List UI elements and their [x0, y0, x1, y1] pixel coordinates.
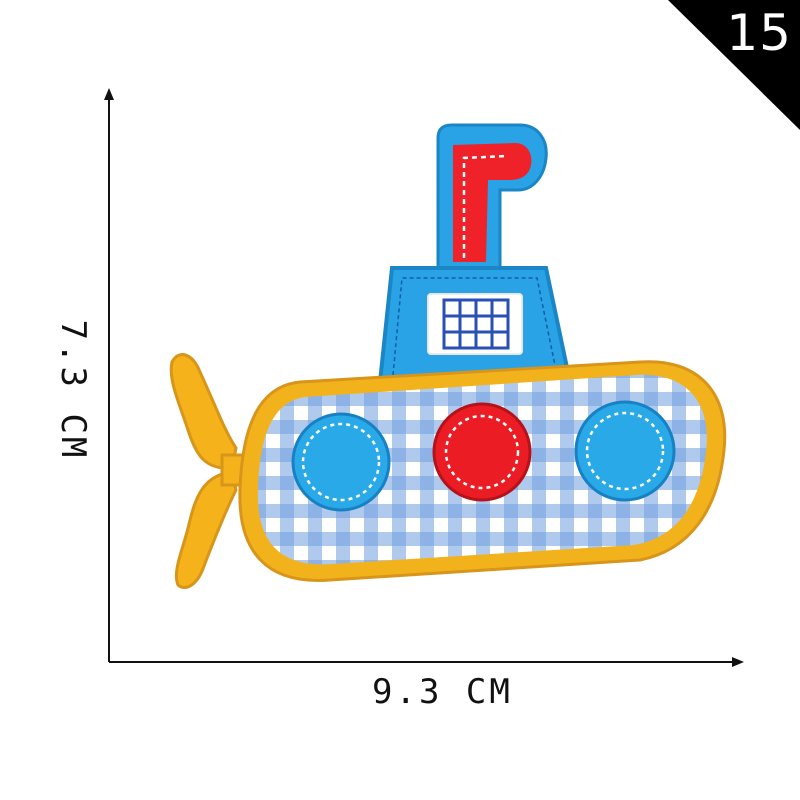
corner-badge-triangle	[668, 0, 800, 130]
propeller	[169, 353, 252, 589]
periscope	[436, 123, 548, 270]
porthole-left	[291, 412, 391, 512]
width-label: 9.3 CM	[372, 672, 513, 712]
height-label: 7.3 CM	[53, 319, 93, 461]
porthole-right	[574, 400, 676, 502]
width-arrow	[109, 657, 744, 667]
conning-tower	[377, 266, 573, 384]
image-number: 15	[726, 4, 792, 62]
height-arrow	[104, 88, 114, 662]
porthole-center	[432, 402, 532, 502]
